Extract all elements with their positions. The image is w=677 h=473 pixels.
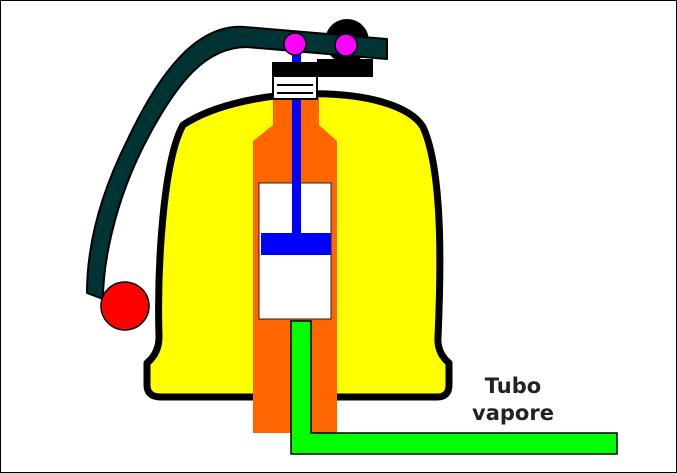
piston-rod: [292, 45, 301, 241]
piston: [261, 233, 331, 255]
steam-tube: [290, 320, 618, 455]
counterweight-ball: [100, 281, 150, 331]
steam-tube-label-line2: vapore: [472, 401, 554, 425]
lever-arm: [86, 25, 388, 300]
steam-tube-label-line1: Tubo: [484, 374, 542, 398]
valve-cap: [273, 63, 317, 77]
pivot-pin-left: [283, 32, 307, 56]
lever-bracket: [317, 59, 373, 77]
steam-tube-label: Tubo vapore: [453, 373, 573, 427]
pivot-pin-right: [334, 33, 358, 57]
